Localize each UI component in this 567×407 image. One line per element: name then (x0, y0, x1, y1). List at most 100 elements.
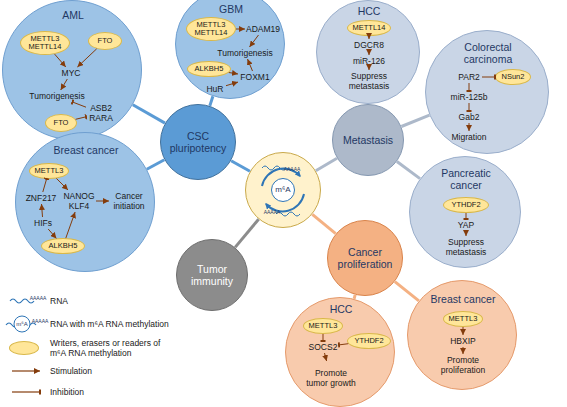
m6a-icon (14, 316, 30, 332)
gene-label: Gab2 (459, 112, 480, 122)
regulator-ellipse: METTL3 METTL14 (20, 31, 70, 55)
regulator-label: YTHDF2 (354, 337, 383, 346)
legend-text: RNA with m⁶A RNA methylation (50, 319, 170, 329)
gene-node: NANOG KLF4 (62, 190, 96, 212)
category-circle: Metastasis (332, 104, 404, 176)
category-label: CSC pluripotency (169, 130, 227, 154)
category-circle: Cancer proliferation (327, 220, 403, 296)
category-link (133, 105, 165, 123)
gene-label: PAR2 (458, 72, 480, 82)
regulator-ellipse: METTL3 METTL14 (186, 17, 236, 41)
gene-node: Cancer initiation (109, 190, 149, 212)
gene-label: Suppress metastasis (436, 237, 496, 257)
gene-node: FOXM1 (238, 71, 272, 83)
circle-title: HCC (316, 303, 366, 315)
gene-node: Promote proliferation (432, 354, 494, 376)
category-label: Cancer proliferation (336, 246, 394, 270)
icon-label: m⁶A (16, 321, 27, 327)
regulator-ellipse: YTHDF2 (347, 333, 391, 349)
circle-title: Breast cancer (428, 293, 498, 305)
regulator-label: METTL3 METTL14 (187, 21, 235, 38)
regulator-label: METTL3 METTL14 (21, 35, 69, 52)
gene-label: miR-126 (353, 56, 385, 66)
gene-label: Tumorigenesis (217, 48, 272, 58)
gene-node: Tumorigenesis (216, 47, 274, 59)
circle-title: Pancreatic cancer (431, 167, 501, 191)
circle-title: Colorectal carcinoma (453, 41, 523, 65)
category-link (210, 96, 213, 106)
gene-label: Suppress metastasis (339, 71, 399, 91)
regulator-ellipse: FTO (88, 32, 122, 50)
regulator-label: NSun2 (502, 73, 525, 82)
gene-node: HuR (204, 83, 226, 95)
legend-text: Inhibition (50, 387, 160, 397)
regulator-ellipse: NSun2 (495, 69, 531, 85)
gene-label: MYC (62, 68, 81, 78)
gene-node: HBXIP (446, 335, 480, 347)
category-link (395, 282, 419, 301)
poly-a-tail: AAAAA (284, 166, 301, 172)
topic-circle: HCCMETTL14DGCR8miR-126Suppress metastasi… (316, 0, 420, 104)
gene-node: SOCS2 (307, 341, 339, 353)
category-link (397, 162, 420, 179)
regulator-ellipse: FTO (45, 114, 77, 132)
topic-circle: GBM METTL3 METTL14 ADAM19TumorigenesisALKB… (175, 0, 285, 99)
gene-node: miR-125b (447, 91, 491, 103)
regulator-ellipse: ALKBH5 (41, 238, 85, 254)
gene-node: Promote tumor growth (306, 361, 356, 395)
regulator-label: METTL3 (309, 322, 338, 331)
topic-circle: Pancreatic cancerYTHDF2YAP Suppress metas… (409, 156, 521, 268)
m6a-hub: m⁶A (245, 152, 321, 228)
gene-label: FOXM1 (240, 72, 269, 82)
poly-a-tail: AAAAA (30, 295, 47, 301)
gene-node: Suppress metastasis (339, 70, 399, 92)
gene-label: ZNF217 (26, 193, 57, 203)
gene-node: Migration (447, 131, 491, 143)
category-circle: CSC pluripotency (160, 104, 236, 180)
category-link (231, 161, 250, 172)
gene-node: MYC (56, 67, 86, 79)
gene-node: miR-126 (349, 55, 389, 67)
circle-title: GBM (201, 3, 261, 15)
gene-node: Gab2 (455, 111, 483, 123)
gene-label: ADAM19 (246, 24, 280, 34)
topic-circle: Colorectal carcinomaPAR2 NSun2 miR-125bGab… (425, 30, 549, 154)
poly-a-tail: AAAAA (264, 209, 281, 215)
category-link (312, 214, 335, 233)
circle-title: AML (43, 9, 103, 21)
gene-label: HuR (206, 84, 223, 94)
regulator-ellipse: ALKBH5 (187, 61, 231, 77)
legend-swatch (9, 341, 39, 355)
topic-circle: Breast cancerMETTL3HBXIP Promote prolifer… (407, 280, 517, 390)
gene-label: Migration (452, 132, 487, 142)
topic-circle: HCC METTL3YTHDF2 SOCS2Promote tumor growth (285, 297, 395, 407)
regulator-ellipse: METTL3 (443, 311, 483, 327)
gene-label: HIFs (34, 218, 52, 228)
gene-label: miR-125b (451, 92, 488, 102)
gene-label: Cancer initiation (109, 191, 149, 211)
category-label: Tumor immunity (185, 263, 239, 287)
gene-node: Suppress metastasis (436, 236, 496, 258)
legend-text: RNA (50, 296, 160, 306)
topic-circle: Breast cancerMETTL3ZNF217HIFsALKBH5 NANOG… (15, 132, 155, 272)
gene-node: ASB2 RARA (86, 102, 116, 124)
category-link (316, 158, 337, 170)
regulator-label: FTO (98, 37, 113, 46)
regulator-label: ALKBH5 (195, 65, 224, 74)
gene-node: YAP (454, 219, 478, 231)
topic-circle: AMLMETTL3 METTL14FTOMYCTumorigenesisFTOA… (2, 0, 142, 140)
gene-label: Promote proliferation (432, 355, 494, 375)
gene-label: HBXIP (450, 336, 476, 346)
regulator-ellipse: METTL3 (303, 318, 343, 334)
legend-text: Stimulation (50, 366, 160, 376)
regulator-label: YTHDF2 (451, 201, 480, 210)
stimulation-icon (12, 370, 40, 371)
regulator-ellipse: METTL3 (29, 163, 69, 179)
regulator-ellipse: METTL14 (347, 20, 391, 36)
gene-node: DGCR8 (351, 39, 387, 51)
circle-title: Breast cancer (46, 144, 126, 156)
m6a-label: m⁶A (271, 178, 295, 202)
category-circle: Tumor immunity (176, 239, 248, 311)
gene-label: NANOG KLF4 (62, 191, 96, 211)
